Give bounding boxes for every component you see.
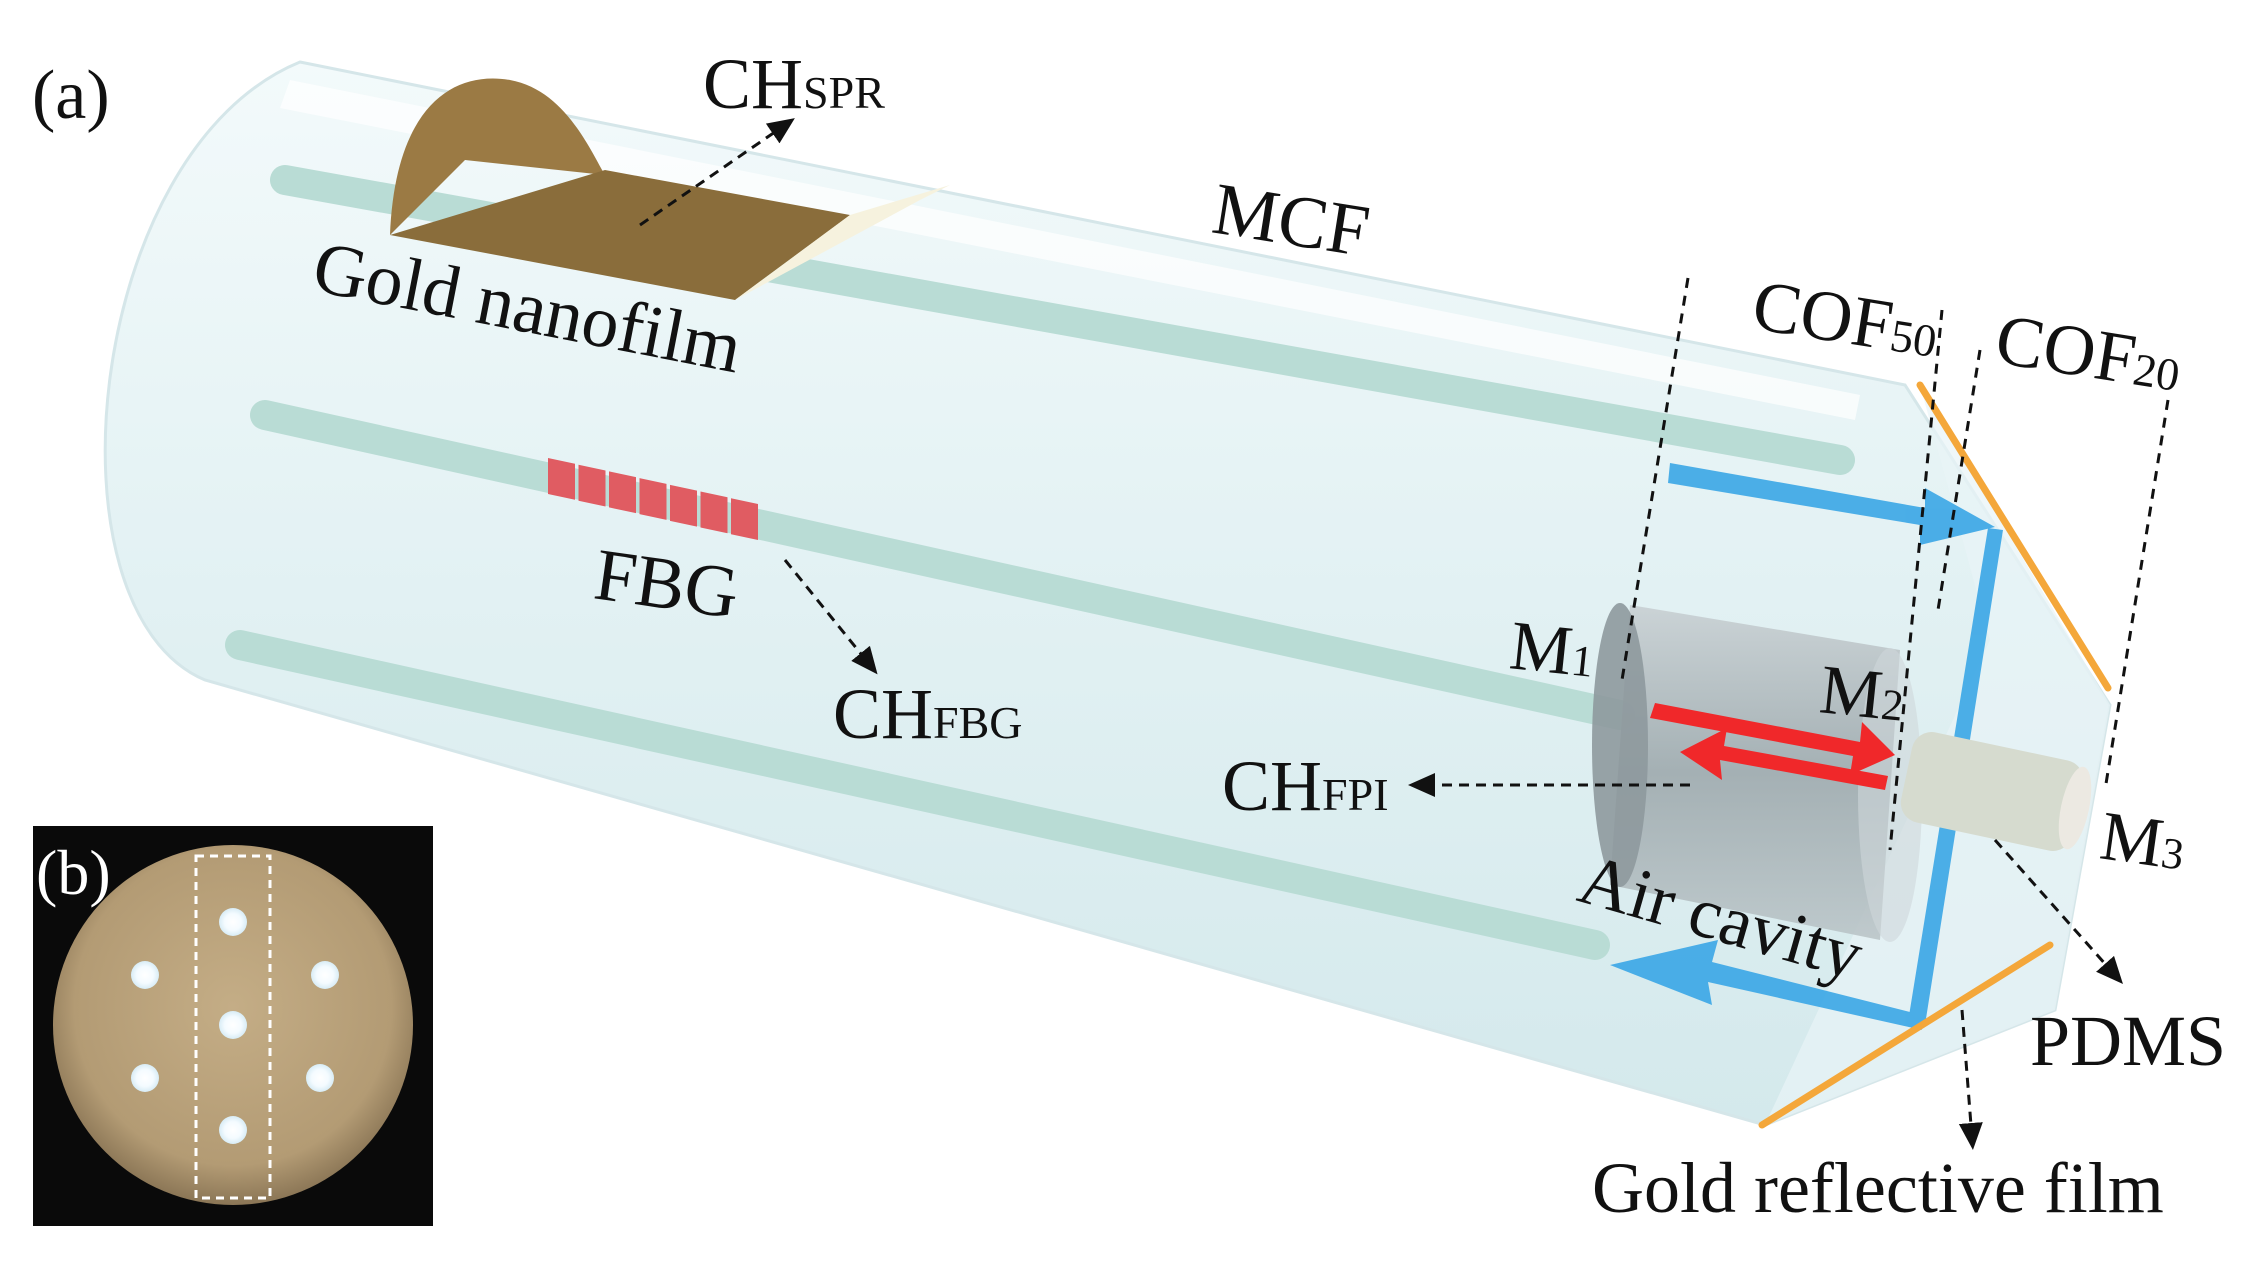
- core-spot: [219, 908, 247, 936]
- core-spot: [311, 961, 339, 989]
- fbg-grating-segment: [670, 484, 697, 527]
- pointer-arrows: [639, 118, 2123, 1150]
- gold-curved: [390, 78, 605, 235]
- light-in: [1668, 463, 1995, 545]
- fbg-gratings: [548, 458, 758, 540]
- gold-film-arrow: [1958, 1009, 1983, 1150]
- core-spots: [131, 908, 339, 1144]
- laser-backward: [1680, 728, 1888, 790]
- panel-label-a: (a): [32, 57, 110, 134]
- cof50-line: [1620, 277, 1690, 681]
- guide-lines: [1620, 277, 2170, 851]
- laser-forward: [1650, 703, 1895, 775]
- cavity-end-right: [1858, 648, 1922, 942]
- ch-fbg-arrow: [783, 559, 878, 675]
- fbg-grating-segment: [731, 498, 758, 540]
- ch-fbg-label: CHFBG: [833, 674, 1023, 754]
- core-spot: [219, 1011, 247, 1039]
- gold-reflective-film-label: Gold reflective film: [1592, 1148, 2164, 1228]
- film-upper: [1916, 381, 2112, 692]
- laser-arrows: [1650, 703, 1895, 790]
- m1-label: M1: [1506, 607, 1598, 692]
- m3-label: M3: [2096, 798, 2190, 886]
- ch-spr-arrow: [639, 118, 795, 227]
- core-spot: [131, 1064, 159, 1092]
- air-cavity-cylinder: [1592, 603, 2092, 942]
- pdms-arrow: [1993, 839, 2123, 984]
- fbg-grating-segment: [578, 464, 606, 507]
- panel-label-b: (b): [36, 837, 111, 908]
- gold-nanofilm-shape: [390, 78, 950, 300]
- cof20-line: [1936, 349, 1982, 611]
- gold-flat: [390, 170, 850, 300]
- core-spot: [131, 961, 159, 989]
- fbg-grating-segment: [609, 471, 636, 514]
- pdms-label: PDMS: [2030, 1001, 2226, 1081]
- ch-fpi-label: CHFPI: [1222, 746, 1389, 826]
- selection-dashed-box: [194, 854, 272, 1200]
- ch-spr-label: CHSPR: [703, 44, 885, 124]
- cof20-label: COF20: [1990, 299, 2186, 407]
- cavity-body: [1610, 605, 1900, 940]
- core-middle: [250, 400, 1635, 730]
- cof50-label: COF50: [1747, 265, 1943, 373]
- cavity-end-left: [1592, 603, 1648, 887]
- m3-line: [2103, 399, 2170, 791]
- pdms-plug: [1900, 732, 2084, 851]
- fbg-grating-segment: [548, 458, 575, 500]
- cladding-highlight: [280, 80, 1860, 420]
- pdms-face: [2058, 766, 2092, 850]
- m2-line: [1888, 309, 1944, 851]
- m2-label: M2: [1816, 651, 1908, 736]
- micrograph-inset: (b): [33, 826, 433, 1226]
- gold-reflective-film-edges: [1758, 381, 2112, 1129]
- fbg-grating-segment: [700, 491, 728, 534]
- film-lower: [1758, 941, 2054, 1129]
- fbg-grating-segment: [639, 478, 667, 520]
- fbg-label: FBG: [590, 534, 744, 635]
- core-spot: [306, 1064, 334, 1092]
- core-bottom: [225, 630, 1610, 960]
- core-spot: [219, 1116, 247, 1144]
- light-out: [1610, 940, 1922, 1030]
